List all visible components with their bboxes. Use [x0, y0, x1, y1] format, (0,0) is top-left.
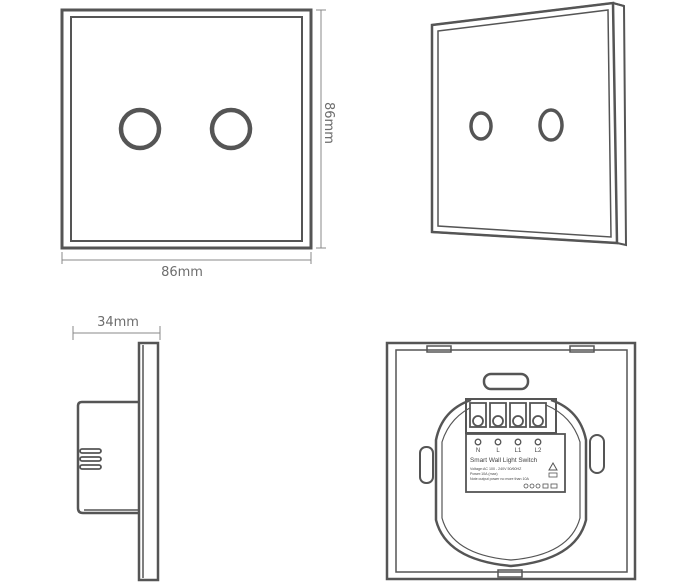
back-label-plate [465, 433, 566, 493]
back-frame-outer [385, 341, 637, 581]
side-faceplate [137, 341, 160, 582]
back-label-voltage: Voltage:AC 100 - 240V 50/60HZ [470, 467, 522, 471]
terminal-label-l2: L2 [535, 448, 542, 454]
perspective-frame-outer [431, 1, 628, 247]
side-body [76, 400, 139, 515]
height-dimension-label: 86mm [321, 102, 336, 144]
warning-triangle-icon [548, 461, 558, 471]
back-side-lugs [419, 434, 605, 484]
terminal-label-n: N [476, 448, 480, 454]
certification-marks-icon [523, 483, 558, 489]
front-button-left [118, 107, 162, 151]
back-top-slot [482, 372, 530, 391]
side-view: 34mm [72, 315, 161, 582]
depth-dimension-label: 34mm [97, 315, 139, 330]
back-terminal-holes [474, 438, 542, 446]
back-mount-ring [434, 398, 588, 568]
terminal-label-l: L [496, 448, 500, 454]
back-terminal-block [465, 398, 557, 434]
ce-mark-icon [548, 472, 558, 478]
back-mount-ring-inner [441, 404, 581, 561]
perspective-frame-inner [437, 9, 612, 238]
width-dimension-label: 86mm [161, 265, 203, 280]
terminal-label-l1: L1 [515, 448, 522, 454]
perspective-button-left [469, 111, 493, 141]
back-frame-inner [395, 349, 628, 573]
back-mounting-clips [426, 345, 595, 578]
perspective-edge [612, 2, 625, 7]
width-dimension-line [61, 252, 312, 264]
back-label-power: Power:10A (max) [470, 472, 498, 476]
back-label-note: Note:output power no more than 10A [470, 477, 530, 481]
front-frame-inner [70, 16, 303, 242]
perspective-view [430, 1, 628, 247]
perspective-button-right [538, 108, 564, 142]
perspective-frame-face [430, 1, 619, 245]
front-button-right [209, 107, 253, 151]
height-dimension-line [316, 9, 326, 249]
front-view: 86mm 86mm [60, 8, 336, 280]
back-label-title: Smart Wall Light Switch [470, 457, 538, 464]
front-frame-outer [60, 8, 313, 250]
back-view: N L L1 L2 Smart Wall Light Switch Voltag… [385, 341, 637, 581]
depth-dimension-line [72, 326, 161, 340]
side-vent-slots [79, 448, 102, 470]
